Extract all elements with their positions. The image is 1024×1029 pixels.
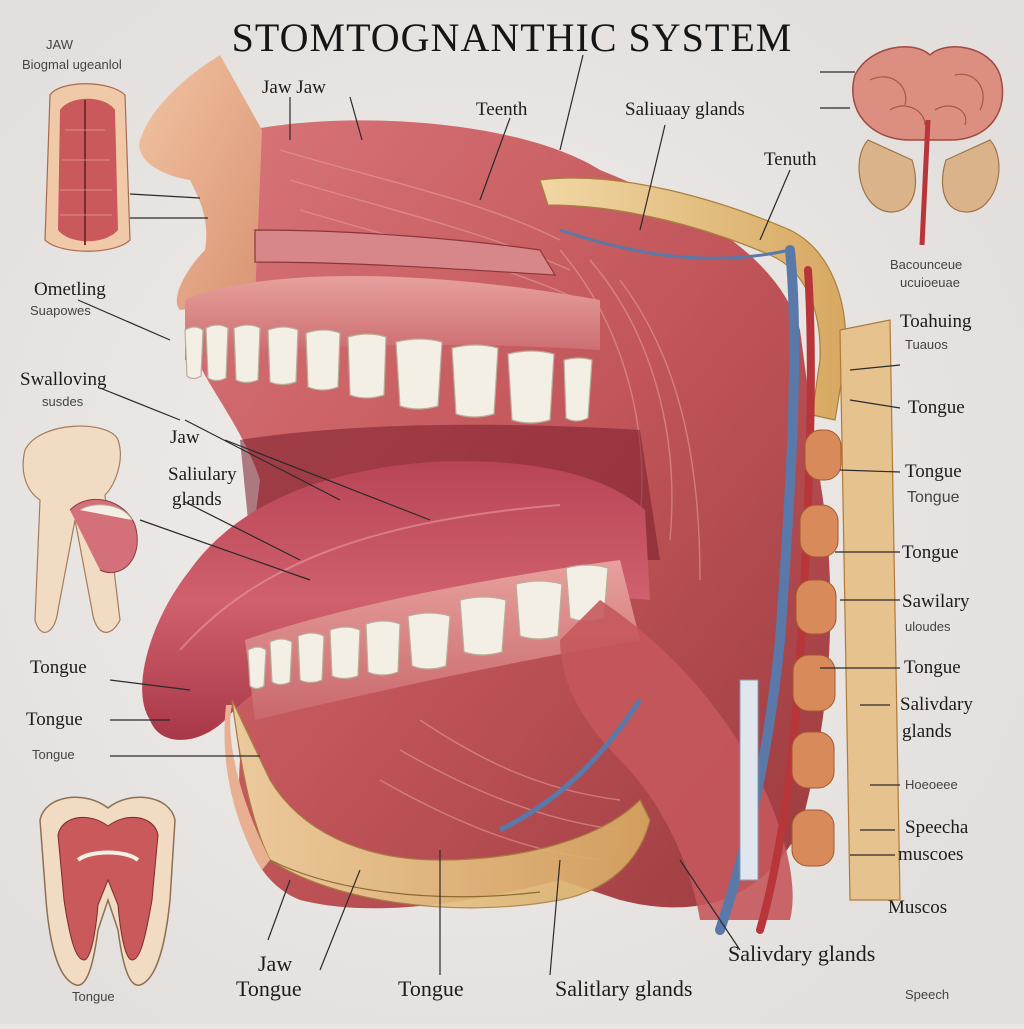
diagram-title: STOMTOGNANTHIC SYSTEM (231, 15, 793, 60)
label-top-left-small: JAW (46, 37, 73, 52)
label-speecha-sub: muscoes (898, 844, 964, 865)
label-tongue-l3: Tongue (32, 747, 75, 762)
leader-lines (77, 54, 901, 976)
label-jaw-mid: Jaw (170, 427, 200, 448)
label-hoeoeee: Hoeoeee (905, 777, 958, 792)
label-speecha: Speecha (905, 817, 969, 838)
label-glands-r: glands (902, 721, 952, 742)
label-jaw-jaw: Jaw Jaw (262, 77, 326, 98)
label-ometling: Ometling (34, 279, 106, 300)
label-toahuing-sub: Tuauos (905, 337, 948, 352)
upper-jaw-cross-section (44, 83, 131, 252)
head-cross-section (139, 55, 901, 935)
label-toahuing: Toahuing (900, 311, 972, 332)
label-sawilary: Sawilary (902, 591, 970, 612)
skull-base-bone (539, 177, 847, 421)
label-salivary-left: Saliulary (168, 464, 237, 485)
label-teenth: Teenth (476, 99, 528, 120)
label-tongue-r1: Tongue (908, 397, 965, 418)
label-salivdary-glands-b: Salivdary glands (728, 941, 876, 966)
facial-vein (498, 698, 643, 833)
label-swalloving: Swalloving (20, 369, 107, 390)
chin-profile (224, 705, 270, 870)
label-tenuth: Tenuth (764, 149, 817, 170)
label-salitlary-bottom: Salitlary glands (555, 976, 693, 1001)
label-tongue-bottom: Tongue (236, 976, 302, 1001)
upper-teeth (184, 324, 593, 424)
brain-gland-illustration (852, 46, 1004, 246)
label-tongue-l1: Tongue (30, 657, 87, 678)
label-tongue-bottom-mid: Tongue (398, 976, 464, 1001)
label-muscos: Muscos (888, 897, 948, 918)
label-ometling-sub: Suapowes (30, 303, 91, 318)
palatal-vessel (559, 228, 791, 260)
label-swalloving-sub: susdes (42, 394, 84, 409)
hard-palate (254, 229, 557, 276)
neck-muscles (560, 600, 793, 920)
label-right-small: Bacounceue (890, 257, 963, 272)
label-tongue-r2: Tongue (905, 461, 962, 482)
carotid-artery (756, 266, 815, 934)
tooth-side-illustration (22, 425, 138, 633)
label-tongue-r4: Tongue (904, 657, 961, 678)
label-top-left-small-2: Biogmal ugeanlol (22, 57, 122, 72)
label-saliuaay-glands: Saliuaay glands (625, 99, 745, 120)
label-sawilary-sub: uloudes (905, 619, 951, 634)
label-speech-bottom: Speech (905, 987, 950, 1002)
nose-lip-profile (139, 55, 262, 310)
label-salivdary-r: Salivdary (900, 694, 973, 715)
label-tongue-r3: Tongue (902, 542, 959, 563)
lower-teeth (247, 564, 609, 690)
label-tongue-tooth: Tongue (72, 989, 115, 1004)
label-salivary-left-2: glands (172, 489, 222, 510)
molar-cross-section (39, 796, 176, 986)
label-jaw-bottom: Jaw (258, 951, 293, 976)
label-tongue-l2: Tongue (26, 709, 83, 730)
cervical-spine (739, 319, 901, 901)
label-right-small-2: ucuioeuae (900, 275, 960, 290)
label-tongue-r2-sub: Tongue (907, 489, 960, 506)
